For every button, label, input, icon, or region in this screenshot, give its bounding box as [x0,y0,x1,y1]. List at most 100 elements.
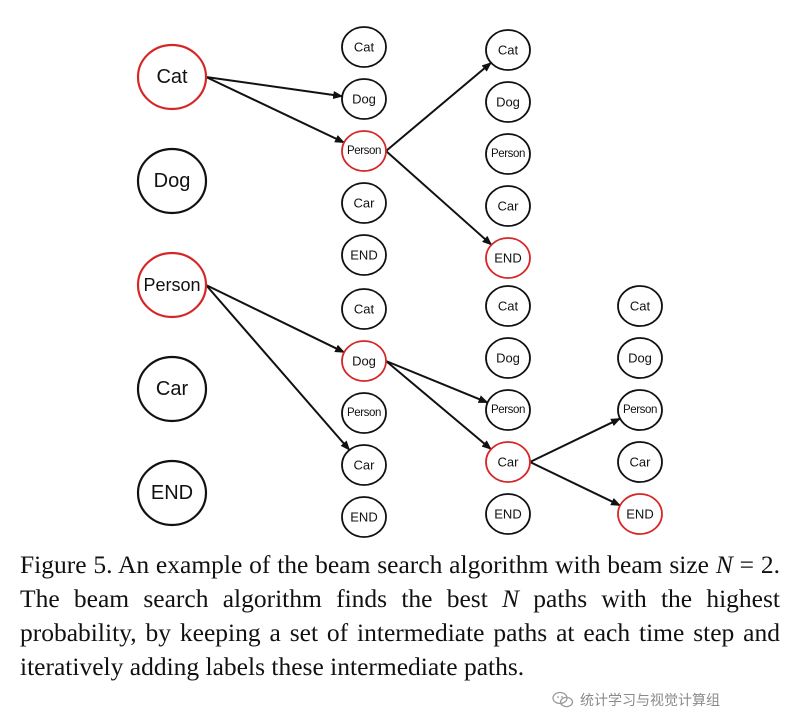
node-circle [485,133,531,175]
edge-arrow [529,417,622,463]
node-circle [136,147,208,215]
node-label: Car [630,455,652,470]
node-step-0-dog: Dog [136,147,208,215]
node-circle [341,26,387,68]
node-label: Dog [154,170,191,192]
wechat-icon [552,691,574,708]
node-step-2-person: Person [485,389,531,431]
node-step-2-end: END [485,493,531,535]
node-label: END [350,510,377,525]
selected-node-circle [485,441,531,483]
edge-arrow [205,284,346,354]
node-step-3-end: END [617,493,663,535]
node-step-2-person: Person [485,133,531,175]
node-label: Dog [496,95,520,110]
node-label: Dog [352,92,376,107]
node-step-1-cat: Cat [341,26,387,68]
node-step-1-person: Person [341,130,387,172]
node-step-2-dog: Dog [485,81,531,123]
edges-layer [205,61,622,507]
watermark: 统计学习与视觉计算组 [546,688,726,712]
node-step-1-end: END [341,234,387,276]
node-label: Cat [354,40,375,55]
edge-arrow [385,360,492,451]
node-circle [136,459,208,527]
node-circle [341,182,387,224]
node-step-0-end: END [136,459,208,527]
node-step-2-dog: Dog [485,337,531,379]
node-label: Person [491,404,525,416]
node-label: END [350,248,377,263]
edge-arrow [385,360,489,404]
node-step-1-dog: Dog [341,78,387,120]
selected-node-circle [617,493,663,535]
node-label: Car [498,455,520,470]
node-label: Car [498,199,520,214]
node-label: Person [143,275,200,295]
node-label: END [494,251,521,266]
node-label: Person [491,148,525,160]
node-step-3-person: Person [617,389,663,431]
edge-arrow [385,61,492,152]
node-circle [617,441,663,483]
node-label: Person [623,404,657,416]
node-step-0-car: Car [136,355,208,423]
node-circle [617,285,663,327]
selected-node-circle [136,43,208,111]
caption-var1: N [715,550,733,579]
edge-arrow [529,461,622,507]
node-label: Person [347,145,381,157]
node-label: Person [347,407,381,419]
node-label: Cat [354,302,375,317]
node-step-2-cat: Cat [485,29,531,71]
node-circle [485,81,531,123]
edge-arrow [205,76,344,99]
node-step-2-cat: Cat [485,285,531,327]
node-label: Car [156,378,189,400]
node-step-0-cat: Cat [136,43,208,111]
caption-part3: paths with the highest probability, by k… [20,584,780,681]
beam-search-diagram: CatDogPersonCarENDCatDogPersonCarENDCatD… [136,26,663,538]
node-step-3-cat: Cat [617,285,663,327]
node-label: END [151,482,193,504]
watermark-text: 统计学习与视觉计算组 [580,693,720,709]
node-circle [341,496,387,538]
node-label: Dog [496,351,520,366]
node-label: END [494,507,521,522]
node-step-1-person: Person [341,392,387,434]
node-circle [341,78,387,120]
node-circle [485,337,531,379]
node-circle [485,29,531,71]
node-step-2-end: END [485,237,531,279]
node-step-2-car: Car [485,441,531,483]
node-circle [341,234,387,276]
selected-node-circle [341,340,387,382]
node-label: Cat [630,299,651,314]
node-label: Dog [352,354,376,369]
caption-var2: N [502,584,520,613]
node-step-2-car: Car [485,185,531,227]
caption-part1: Figure 5. An example of the beam search … [20,550,716,579]
nodes-layer: CatDogPersonCarENDCatDogPersonCarENDCatD… [136,26,663,538]
node-circle [617,337,663,379]
selected-node-circle [341,130,387,172]
node-circle [136,355,208,423]
node-circle [485,285,531,327]
node-circle [617,389,663,431]
node-label: Cat [498,299,519,314]
node-circle [485,389,531,431]
node-step-0-person: Person [136,251,208,319]
node-step-3-dog: Dog [617,337,663,379]
node-step-1-car: Car [341,182,387,224]
node-label: Car [354,196,376,211]
node-step-3-car: Car [617,441,663,483]
caption-part2: = 2. The beam search algorithm finds the… [20,550,780,613]
node-label: Cat [156,66,188,88]
edge-arrow [205,284,351,451]
node-label: Cat [498,43,519,58]
edge-arrow [385,150,493,246]
node-circle [341,392,387,434]
node-step-1-end: END [341,496,387,538]
node-step-1-cat: Cat [341,288,387,330]
